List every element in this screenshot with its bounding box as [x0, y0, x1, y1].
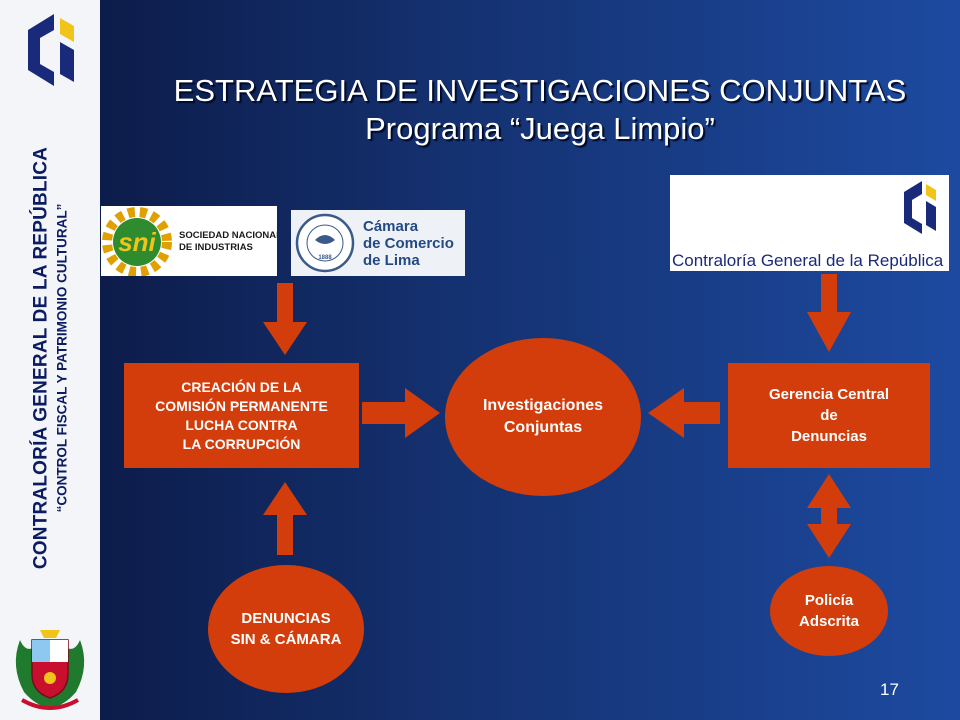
sni-name-line1: SOCIEDAD NACIONAL	[179, 230, 277, 241]
camara-name-line3: de Lima	[363, 252, 420, 269]
arrow-comision-to-investigaciones	[362, 388, 440, 438]
title-line-program: Programa “Juega Limpio”	[365, 111, 715, 146]
sni-name-line2: DE INDUSTRIAS	[179, 242, 253, 253]
sni-mark: sni	[118, 227, 156, 257]
title-line-main: ESTRATEGIA DE INVESTIGACIONES CONJUNTAS	[173, 73, 907, 108]
camara-name-line2: de Comercio	[363, 235, 454, 252]
contraloria-logo-icon	[28, 14, 74, 86]
gear-icon	[102, 207, 172, 276]
node-denuncias-label: DENUNCIAS SIN & CÁMARA	[230, 610, 342, 648]
node-comision: CREACIÓN DE LA COMISIÓN PERMANENTE LUCHA…	[124, 363, 359, 468]
node-gerencia: Gerencia Central de Denuncias	[728, 363, 930, 468]
arrow-gerencia-policia	[807, 474, 851, 558]
arrow-denuncias-to-comision	[263, 482, 307, 555]
arrow-logos-to-comision	[263, 283, 307, 355]
arrow-gerencia-to-investigaciones	[648, 388, 720, 438]
contraloria-logo-text: Contraloría General de la República	[672, 251, 944, 270]
peru-coat-of-arms-icon	[15, 630, 85, 710]
camara-name-line1: Cámara	[363, 218, 419, 235]
page-number: 17	[880, 680, 899, 699]
node-policia: Policía Adscrita	[770, 566, 888, 656]
camara-comercio-logo: 1888 Cámara de Comercio de Lima	[291, 210, 465, 276]
arrow-contraloria-to-gerencia	[807, 274, 851, 352]
sni-logo: sni SOCIEDAD NACIONAL DE INDUSTRIAS	[101, 206, 277, 276]
slide-title: ESTRATEGIA DE INVESTIGACIONES CONJUNTAS …	[120, 72, 960, 148]
contraloria-general-logo: Contraloría General de la República	[670, 175, 949, 271]
node-gerencia-label: Gerencia Central de Denuncias	[768, 386, 890, 445]
node-investigaciones: Investigaciones Conjuntas	[445, 338, 641, 496]
sidebar: CONTRALORÍA GENERAL DE LA REPÚBLICA “CON…	[0, 0, 100, 720]
node-denuncias: DENUNCIAS SIN & CÁMARA	[208, 565, 364, 693]
node-comision-label: CREACIÓN DE LA COMISIÓN PERMANENTE LUCHA…	[155, 378, 328, 452]
node-investigaciones-label: Investigaciones Conjuntas	[482, 397, 604, 436]
camara-seal-year: 1888	[318, 255, 332, 261]
contraloria-mark-icon	[904, 181, 936, 234]
node-policia-label: Policía Adscrita	[798, 592, 860, 630]
